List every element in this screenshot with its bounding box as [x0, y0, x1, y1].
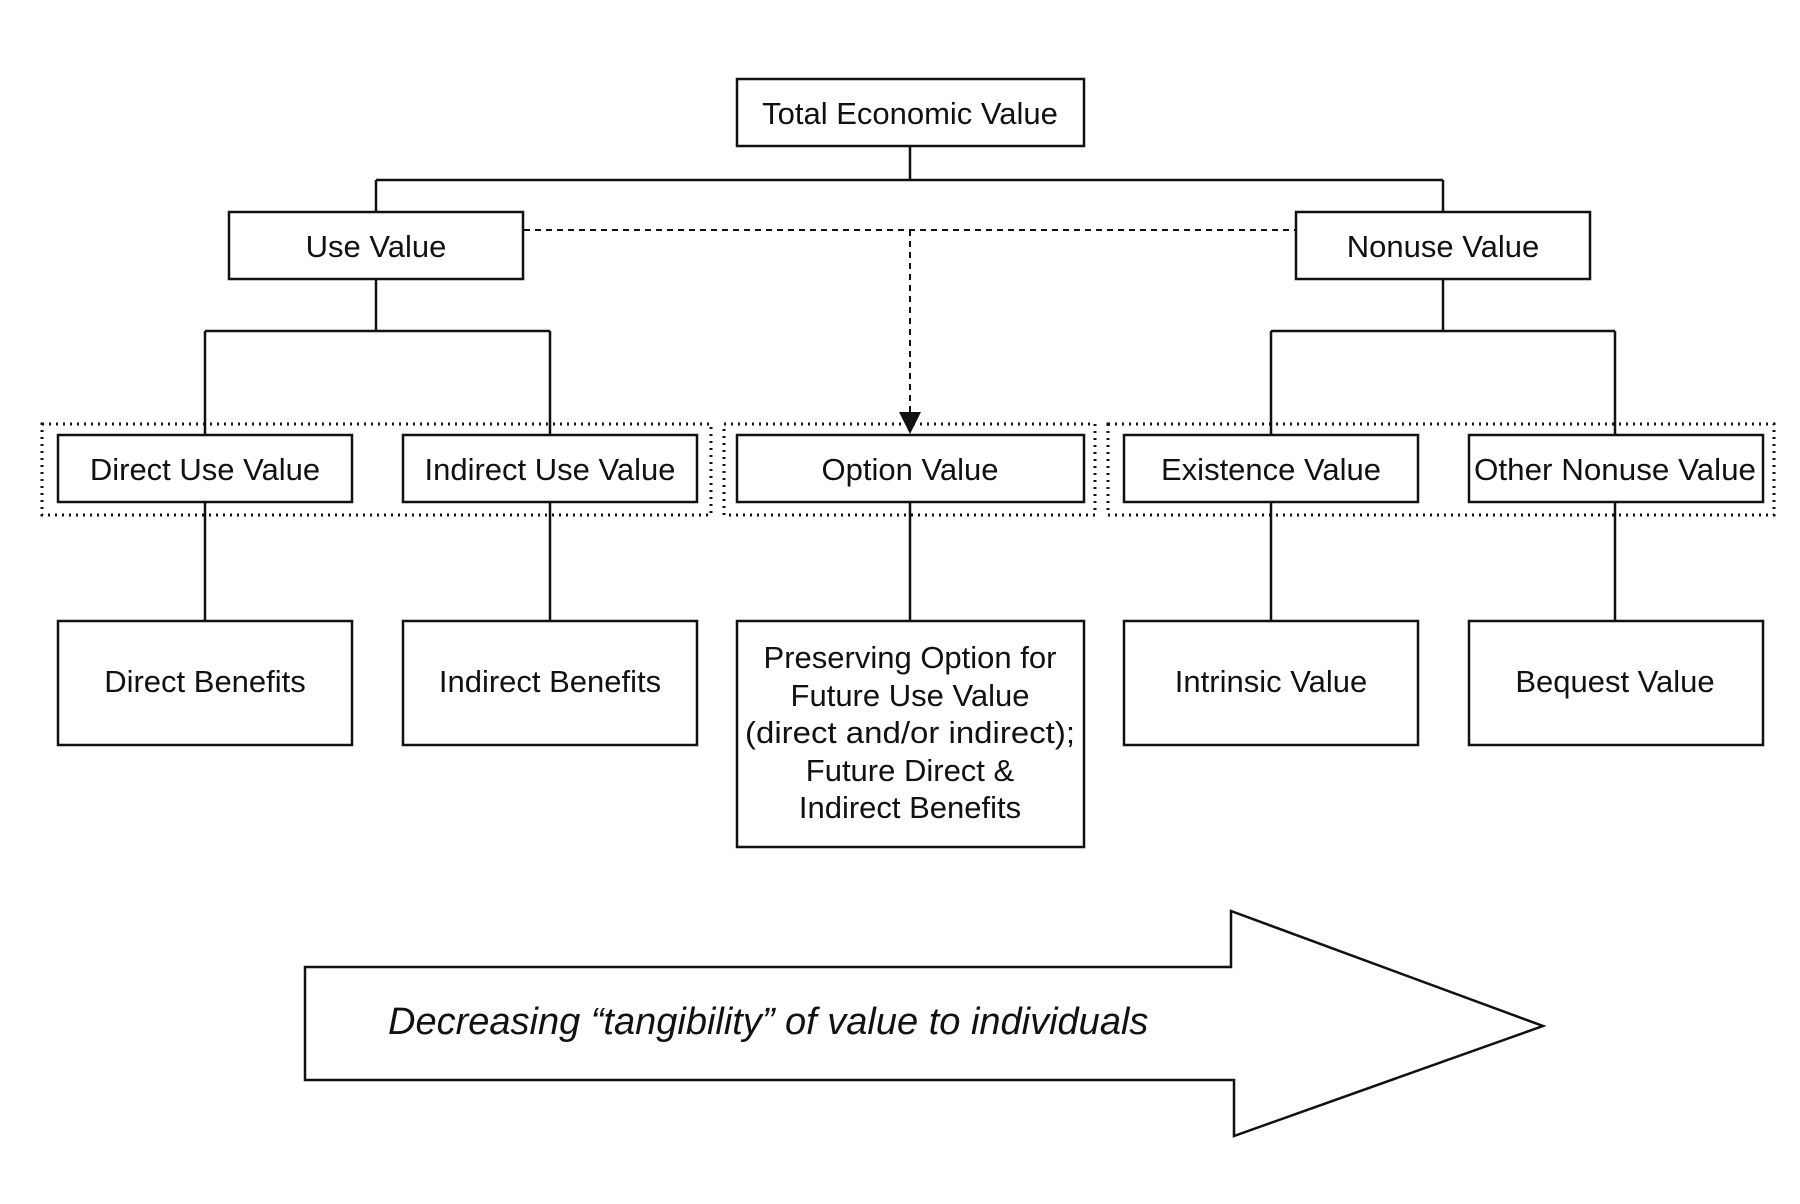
label-preserving-option-line-1: Preserving Option for	[764, 640, 1057, 675]
tangibility-arrow-label: Decreasing “tangibility” of value to ind…	[388, 1001, 1148, 1043]
option-dashed-link	[524, 229, 1295, 412]
label-indirect-use-value: Indirect Use Value	[425, 452, 676, 487]
node-boxes	[56, 77, 1765, 849]
node-labels: Total Economic Value Use Value Nonuse Va…	[90, 96, 1756, 825]
label-total-economic-value: Total Economic Value	[762, 96, 1058, 131]
box-indirect-benefits	[401, 619, 699, 747]
label-preserving-option-line-3: (direct and/or indirect);	[745, 715, 1075, 750]
connector-lines	[203, 146, 1617, 621]
label-preserving-option-line-4: Future Direct &	[806, 753, 1015, 788]
label-intrinsic-value: Intrinsic Value	[1175, 664, 1367, 699]
label-bequest-value: Bequest Value	[1515, 664, 1714, 699]
label-option-value: Option Value	[822, 452, 999, 487]
label-other-nonuse-value: Other Nonuse Value	[1474, 452, 1756, 487]
label-direct-use-value: Direct Use Value	[90, 452, 320, 487]
tangibility-arrow-icon	[303, 909, 1547, 1138]
dotted-group-boxes	[40, 422, 1776, 517]
box-option-value	[735, 433, 1086, 504]
label-preserving-option-line-5: Indirect Benefits	[799, 790, 1021, 825]
box-total-economic-value	[735, 77, 1086, 148]
box-existence-value	[1122, 433, 1420, 504]
box-other-nonuse-value	[1467, 433, 1765, 504]
label-nonuse-value: Nonuse Value	[1347, 229, 1539, 264]
box-indirect-use-value	[401, 433, 699, 504]
box-intrinsic-value	[1122, 619, 1420, 747]
box-use-value	[227, 210, 525, 281]
group-use-values	[40, 422, 713, 517]
arrowhead-down-icon	[899, 412, 921, 434]
box-direct-use-value	[56, 433, 354, 504]
label-use-value: Use Value	[306, 229, 447, 264]
box-direct-benefits	[56, 619, 354, 747]
box-nonuse-value	[1294, 210, 1592, 281]
box-bequest-value	[1467, 619, 1765, 747]
box-preserving-option	[735, 619, 1086, 849]
label-direct-benefits: Direct Benefits	[104, 664, 306, 699]
label-indirect-benefits: Indirect Benefits	[439, 664, 661, 699]
label-preserving-option-line-2: Future Use Value	[791, 678, 1030, 713]
label-existence-value: Existence Value	[1161, 452, 1381, 487]
